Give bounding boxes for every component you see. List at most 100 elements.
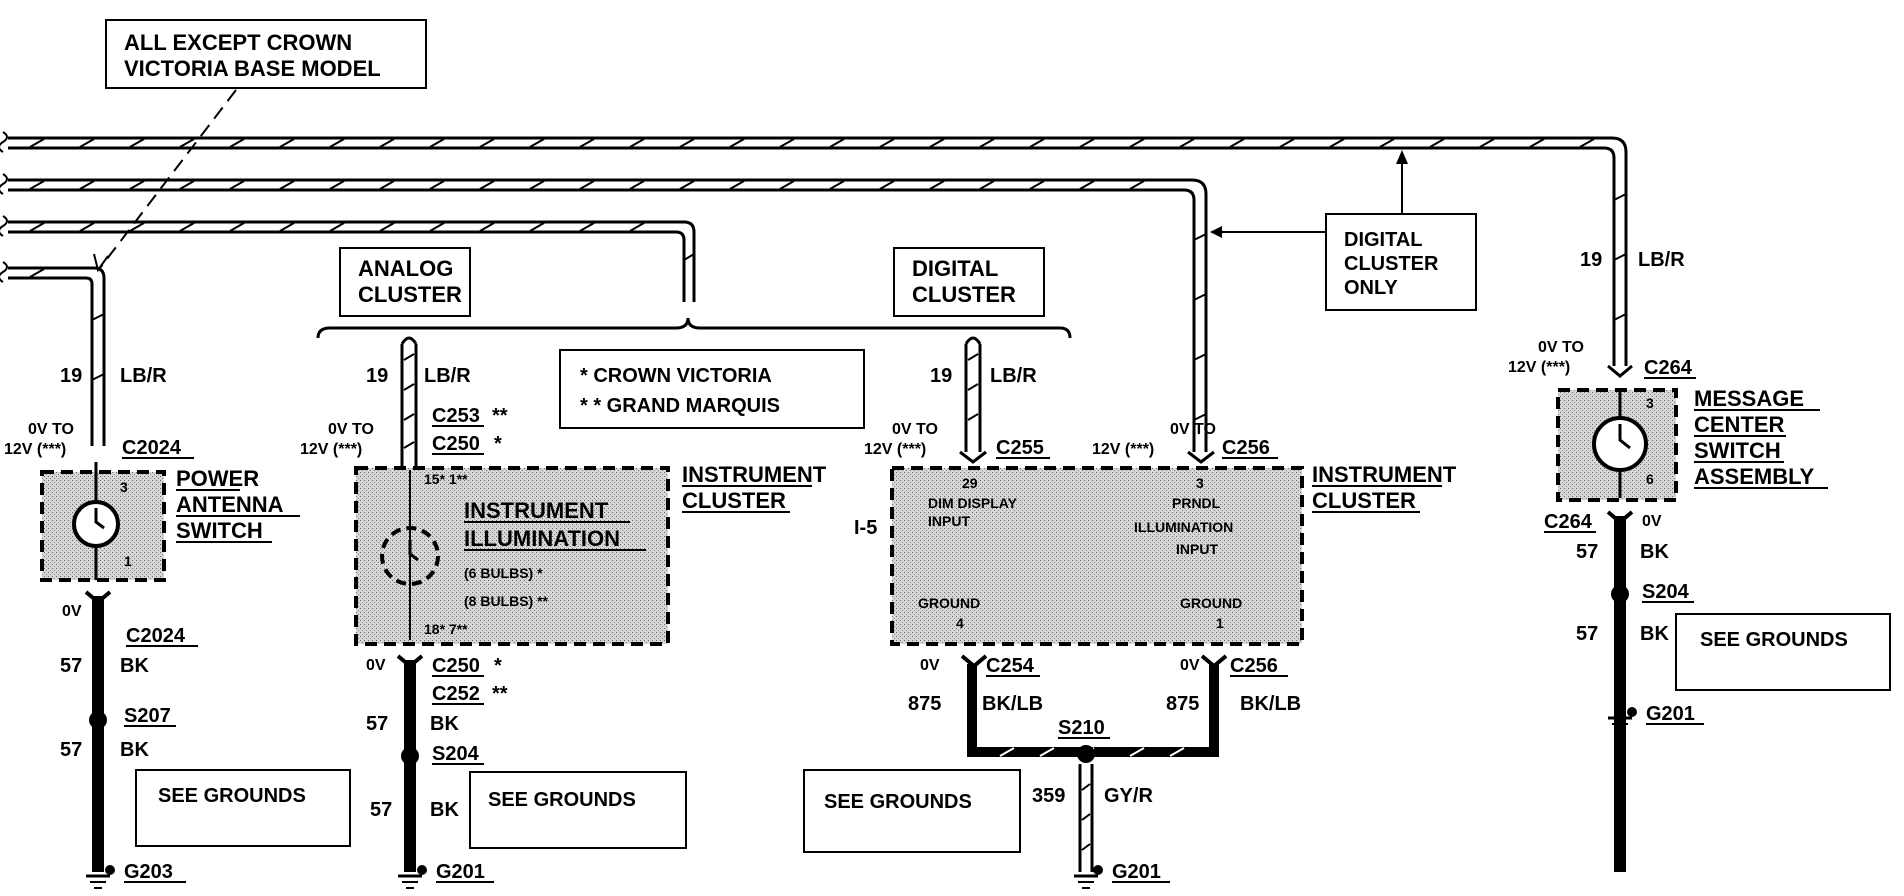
splice-s204: S204 xyxy=(432,743,480,765)
power-antenna-label-1: POWER xyxy=(176,466,259,491)
see-grounds: SEE GROUNDS xyxy=(488,789,636,811)
wire-bk: BK xyxy=(430,713,459,735)
note-line-2: VICTORIA BASE MODEL xyxy=(124,56,381,81)
volt-range-2-c256: 12V (***) xyxy=(1092,441,1154,458)
wire-color: LB/R xyxy=(1638,249,1685,271)
analog-label-2: CLUSTER xyxy=(358,282,462,307)
splice-s204: S204 xyxy=(1642,581,1690,603)
power-antenna-section: 19 LB/R 0V TO 12V (***) C2024 3 1 POWER … xyxy=(4,365,351,889)
instrument-illumination-box xyxy=(354,466,670,646)
wire-hatching xyxy=(29,138,1627,421)
wire-875-left: 875 xyxy=(908,693,941,715)
ground-g201: G201 xyxy=(436,861,485,883)
volt-range: 0V TO xyxy=(328,421,374,438)
zero-volt: 0V xyxy=(1642,513,1662,530)
dim-display-2: INPUT xyxy=(928,513,970,529)
connector-c2024-bottom: C2024 xyxy=(126,625,186,647)
digital-label-1: DIGITAL xyxy=(912,256,998,281)
prndl-2: ILLUMINATION xyxy=(1134,519,1233,535)
connector-c250: C250 xyxy=(432,433,480,455)
reference-i5: I-5 xyxy=(854,517,877,539)
see-grounds: SEE GROUNDS xyxy=(824,791,972,813)
volt-range-2: 12V (***) xyxy=(300,441,362,458)
pin-6: 6 xyxy=(1646,471,1654,487)
wire-57: 57 xyxy=(1576,541,1598,563)
power-antenna-label-2: ANTENNA xyxy=(176,492,284,517)
c250-bottom-mark: * xyxy=(494,655,502,677)
c253-mark: ** xyxy=(492,405,508,427)
prndl-3: INPUT xyxy=(1176,541,1218,557)
pin-29: 29 xyxy=(962,475,978,491)
analog-cluster-section: 19 LB/R C253 ** C250 * 0V TO 12V (***) 1… xyxy=(300,336,827,889)
message-center-section: 19 LB/R 0V TO 12V (***) C264 3 6 MESSAGE… xyxy=(1508,249,1891,872)
wire-57: 57 xyxy=(366,713,388,735)
cluster-type-bracket: ANALOG CLUSTER DIGITAL CLUSTER xyxy=(316,247,1072,339)
ground-g201: G201 xyxy=(1646,703,1695,725)
wire-875-right: 875 xyxy=(1166,693,1199,715)
see-grounds: SEE GROUNDS xyxy=(1700,629,1848,651)
bus-wire-1 xyxy=(0,131,1628,366)
connector-c256-bottom: C256 xyxy=(1230,655,1278,677)
bus-wire-2 xyxy=(0,173,1208,452)
see-grounds-box xyxy=(1675,613,1891,691)
volt-range-2: 12V (***) xyxy=(1508,359,1570,376)
dim-display-1: DIM DISPLAY xyxy=(928,495,1018,511)
connector-c254: C254 xyxy=(986,655,1035,677)
wire-color: LB/R xyxy=(990,365,1037,387)
connector-c250-bottom: C250 xyxy=(432,655,480,677)
legend-crown-victoria: * CROWN VICTORIA xyxy=(580,365,772,387)
wire-bklb-right: BK/LB xyxy=(1240,693,1301,715)
ground-left: GROUND xyxy=(918,595,980,611)
legend: * CROWN VICTORIA * * GRAND MARQUIS xyxy=(559,349,865,429)
see-grounds-box xyxy=(803,769,1021,853)
wire-bk: BK xyxy=(1640,541,1669,563)
zero-volt-left: 0V xyxy=(920,657,940,674)
ground-g203: G203 xyxy=(124,861,173,883)
bus-wire-3 xyxy=(0,215,696,302)
legend-grand-marquis: * * GRAND MARQUIS xyxy=(580,395,780,417)
zero-volt-right: 0V xyxy=(1180,657,1200,674)
volt-range-c256: 0V TO xyxy=(1170,421,1216,438)
instrument-cluster-label-1: INSTRUMENT xyxy=(682,462,827,487)
splice-s210: S210 xyxy=(1058,717,1105,739)
digital-only-line-1: DIGITAL xyxy=(1344,229,1423,251)
instrument-cluster-label-2: CLUSTER xyxy=(1312,488,1416,513)
wire-color: LB/R xyxy=(120,365,167,387)
wire-bk-b: BK xyxy=(120,739,149,761)
connector-c2024-top: C2024 xyxy=(122,437,182,459)
see-grounds-box xyxy=(135,769,351,847)
connector-c256-top: C256 xyxy=(1222,437,1270,459)
connector-c252: C252 xyxy=(432,683,480,705)
connector-c255: C255 xyxy=(996,437,1044,459)
zero-volt: 0V xyxy=(366,657,386,674)
wire-57-b: 57 xyxy=(60,739,82,761)
wire-359: 359 xyxy=(1032,785,1065,807)
wire-57: 57 xyxy=(60,655,82,677)
pin-3: 3 xyxy=(1646,395,1654,411)
pin-3: 3 xyxy=(1196,475,1204,491)
ground-g201: G201 xyxy=(1112,861,1161,883)
illumination-title-1: INSTRUMENT xyxy=(464,498,609,523)
bulbs-8: (8 BULBS) ** xyxy=(464,593,549,609)
analog-label-1: ANALOG xyxy=(358,256,453,281)
bus-wire-4 xyxy=(0,261,106,446)
see-grounds: SEE GROUNDS xyxy=(158,785,306,807)
wire-number: 19 xyxy=(1580,249,1602,271)
message-center-label-3: SWITCH xyxy=(1694,438,1781,463)
message-center-label-4: ASSEMBLY xyxy=(1694,464,1815,489)
pin-1: 1 xyxy=(124,553,132,569)
digital-only-line-2: CLUSTER xyxy=(1344,253,1439,275)
prndl-1: PRNDL xyxy=(1172,495,1221,511)
wire-bk: BK xyxy=(120,655,149,677)
connector-c264-bottom: C264 xyxy=(1544,511,1593,533)
power-antenna-label-3: SWITCH xyxy=(176,518,263,543)
wire-bk-b: BK xyxy=(1640,623,1669,645)
wire-bk-b: BK xyxy=(430,799,459,821)
digital-only-line-3: ONLY xyxy=(1344,277,1398,299)
pins-top: 15* 1** xyxy=(424,471,468,487)
instrument-cluster-label-1: INSTRUMENT xyxy=(1312,462,1457,487)
wire-number: 19 xyxy=(930,365,952,387)
pin-4: 4 xyxy=(956,615,964,631)
wire-57-b: 57 xyxy=(1576,623,1598,645)
